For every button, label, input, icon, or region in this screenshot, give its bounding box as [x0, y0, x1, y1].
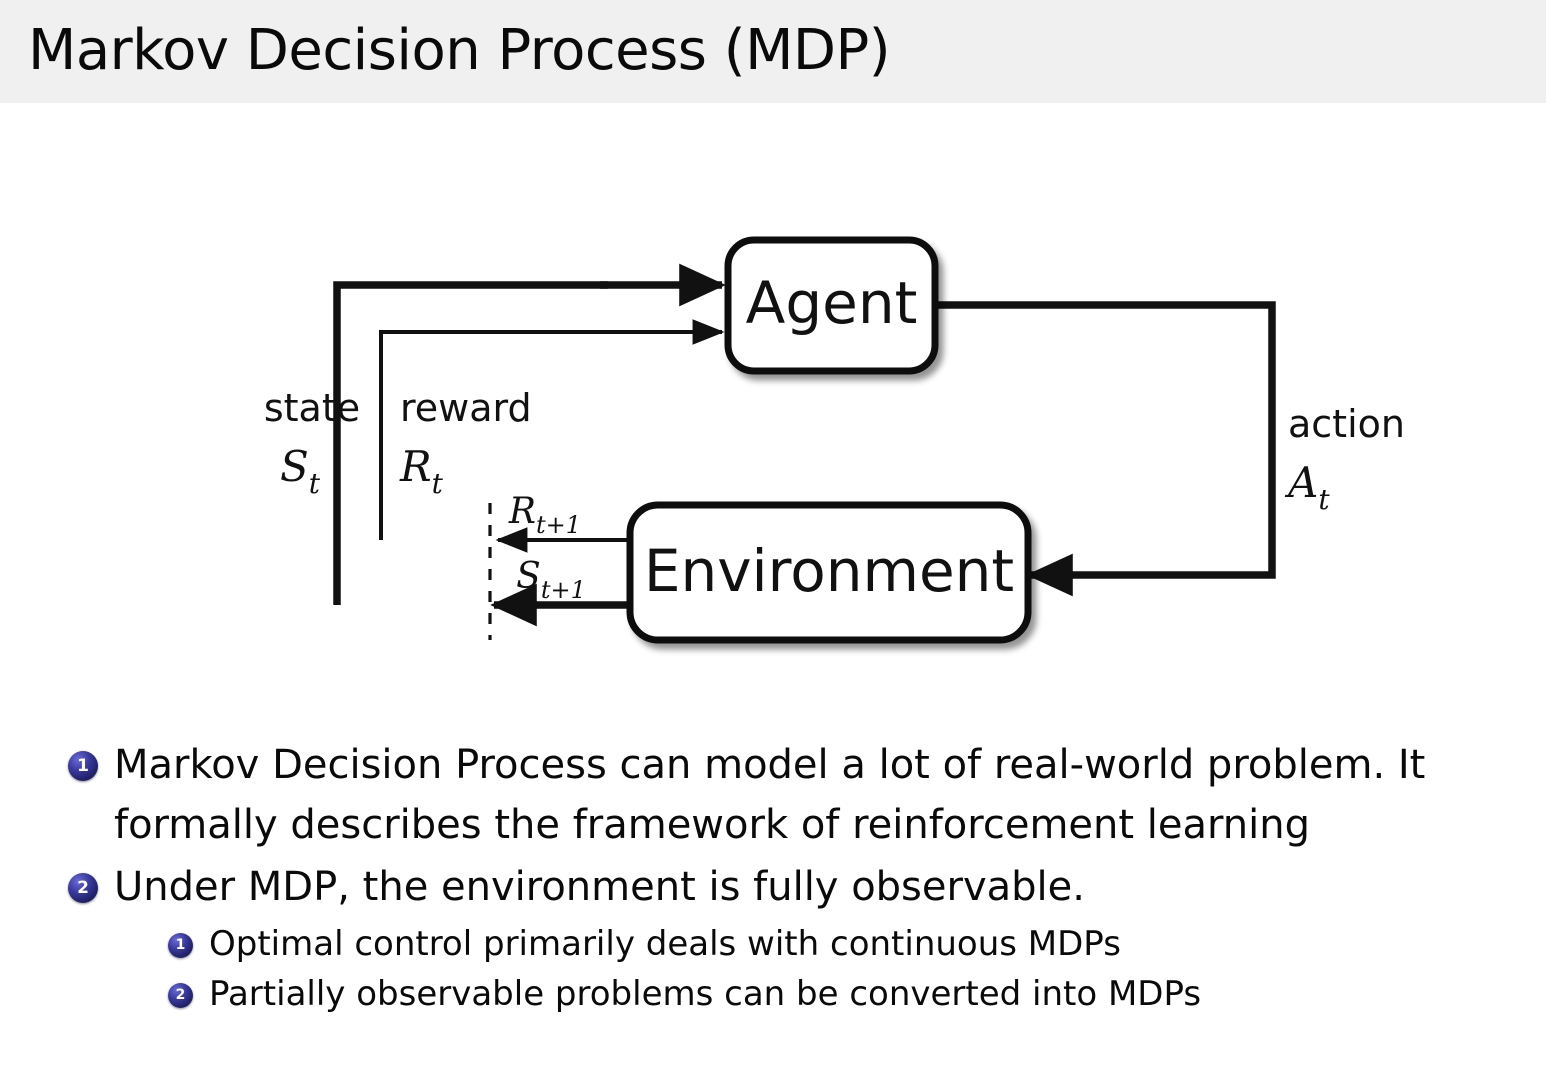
reward-word-label: reward	[400, 386, 532, 430]
sub-bullet-text-1: Optimal control primarily deals with con…	[209, 924, 1121, 964]
slide-header-band: Markov Decision Process (MDP)	[0, 0, 1546, 103]
agent-node: Agent	[724, 236, 939, 375]
next-state-label: St+1	[516, 556, 586, 604]
sub-bullet-badge-1: 1	[168, 933, 193, 958]
diagram-edge-labels: state St reward Rt action At Rt+1 St+1	[264, 386, 1405, 604]
bullet-badge-1: 1	[68, 751, 98, 781]
agent-box	[724, 236, 939, 375]
page-title: Markov Decision Process (MDP)	[28, 18, 891, 83]
state-feedback-path	[333, 281, 608, 605]
bullet-text-1-line1: Markov Decision Process can model a lot …	[114, 742, 1426, 788]
diagram-connectors	[333, 263, 1276, 640]
action-word-label: action	[1288, 402, 1405, 446]
reward-symbol-label: Rt	[399, 442, 444, 500]
action-path	[935, 301, 1276, 579]
environment-box	[626, 501, 1032, 644]
mdp-loop-diagram: Agent Environment state St reward Rt act…	[0, 103, 1546, 718]
bullet-text-2: Under MDP, the environment is fully obse…	[114, 857, 1085, 917]
sub-list-item: 2 Partially observable problems can be c…	[0, 969, 1546, 1019]
sub-bullet-badge-2: 2	[168, 983, 193, 1008]
bullet-text-1: Markov Decision Process can model a lot …	[114, 735, 1425, 855]
action-symbol-label: At	[1284, 458, 1330, 516]
next-reward-label: Rt+1	[508, 491, 581, 539]
list-item: 1 Markov Decision Process can model a lo…	[0, 735, 1546, 855]
agent-label: Agent	[746, 269, 918, 337]
list-item: 2 Under MDP, the environment is fully ob…	[0, 857, 1546, 917]
sub-bullet-text-2: Partially observable problems can be con…	[209, 974, 1202, 1014]
sub-list-item: 1 Optimal control primarily deals with c…	[0, 919, 1546, 969]
environment-label: Environment	[644, 537, 1014, 605]
state-symbol-label: St	[280, 442, 321, 500]
bullet-list: 1 Markov Decision Process can model a lo…	[0, 735, 1546, 1019]
bullet-text-1-line2: formally describes the framework of rein…	[114, 802, 1310, 848]
state-word-label: state	[264, 386, 360, 430]
reward-feedback-path	[379, 330, 612, 540]
bullet-badge-2: 2	[68, 873, 98, 903]
environment-node: Environment	[626, 501, 1032, 644]
bullet-text-2-line1: Under MDP, the environment is fully obse…	[114, 864, 1085, 910]
